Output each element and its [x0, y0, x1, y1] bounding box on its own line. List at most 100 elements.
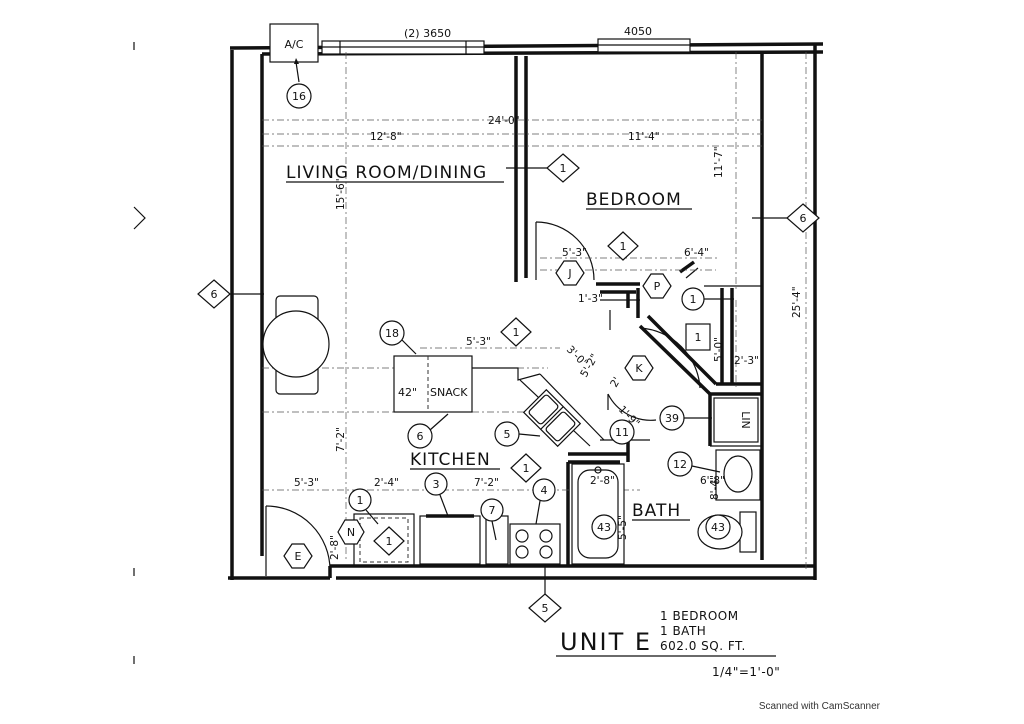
- dim-entry-width: 5'-3": [294, 477, 319, 489]
- tag-3: 3: [424, 472, 449, 517]
- dim-living-depth: 15'-6": [335, 178, 347, 210]
- tag-1-counter: 1: [500, 317, 532, 347]
- svg-text:1: 1: [386, 535, 393, 548]
- tag-11: 11: [609, 419, 635, 445]
- dim-bedroom-depth: 11'-7": [713, 146, 725, 178]
- svg-text:K: K: [635, 362, 643, 375]
- tag-43-bath: 43: [591, 514, 617, 540]
- lin-label: LIN: [739, 411, 752, 429]
- dining-table: [262, 295, 330, 395]
- dim-kitchen-a: 2'-4": [374, 477, 399, 489]
- tag-p: P: [642, 273, 672, 299]
- kitchen-sink: [522, 388, 582, 448]
- tag-16: 16: [286, 83, 312, 109]
- svg-text:1: 1: [560, 162, 567, 175]
- svg-text:6: 6: [800, 212, 807, 225]
- ac-unit: [269, 23, 319, 63]
- window-right: [597, 38, 691, 53]
- snack-label: SNACK: [430, 386, 468, 399]
- tag-6-east: 6: [752, 203, 820, 233]
- ac-leader: [295, 61, 300, 83]
- svg-text:P: P: [654, 280, 661, 293]
- margin-marker: [133, 206, 146, 230]
- hall-door: [639, 327, 701, 389]
- dim-bedroom-width: 11'-4": [628, 131, 660, 143]
- dim-closet-a: 5'-3": [562, 247, 587, 259]
- dim-lin-depth: 5'-0": [713, 337, 725, 362]
- svg-text:4: 4: [541, 484, 548, 497]
- svg-text:1: 1: [513, 326, 520, 339]
- window-left: [321, 40, 485, 55]
- unit-scale: 1/4"=1'-0": [712, 665, 780, 679]
- svg-text:39: 39: [665, 412, 679, 425]
- entry-door: [265, 505, 331, 576]
- dim-overall-width: 24'-0": [488, 115, 520, 127]
- dim-counter-top: 5'-3": [466, 336, 491, 348]
- svg-text:1: 1: [523, 462, 530, 475]
- svg-text:11: 11: [615, 426, 629, 439]
- tag-1-entry: 1: [348, 488, 379, 525]
- tag-k: K: [624, 355, 654, 381]
- svg-text:6: 6: [417, 430, 424, 443]
- svg-text:6: 6: [211, 288, 218, 301]
- dim-kitchen-depth: 7'-2": [335, 427, 347, 452]
- room-label-kitchen: KITCHEN: [410, 450, 491, 470]
- tag-4: 4: [532, 478, 556, 525]
- room-label-bedroom: BEDROOM: [586, 190, 682, 210]
- kitchen-appliances: [353, 513, 561, 567]
- window-right-label: 4050: [624, 25, 652, 38]
- tag-39: 39: [659, 405, 712, 431]
- dim-lin-width: 2'-3": [734, 355, 759, 367]
- dim-living-width: 12'-8": [370, 131, 402, 143]
- bath-door: [607, 393, 657, 421]
- scanner-watermark: Scanned with CamScanner: [758, 701, 880, 712]
- svg-text:18: 18: [385, 327, 399, 340]
- tag-j: J: [555, 260, 585, 286]
- dim-bath-b: 5'-5": [617, 515, 629, 540]
- svg-text:5: 5: [542, 602, 549, 615]
- tag-7: 7: [480, 498, 504, 541]
- dim-diag-c: 2': [608, 375, 623, 389]
- svg-text:J: J: [567, 267, 571, 280]
- tag-18: 18: [379, 320, 417, 355]
- tag-e: E: [283, 543, 313, 569]
- svg-text:43: 43: [597, 521, 611, 534]
- unit-title: UNIT E: [560, 628, 652, 656]
- ac-leader-arrow: [294, 58, 299, 64]
- linen-closet: [713, 397, 759, 443]
- dim-overall-depth: 25'-4": [791, 286, 803, 318]
- tag-6-west: 6: [197, 279, 264, 309]
- dim-closet-b: 6'-4": [684, 247, 709, 259]
- dim-bath-c: 6'-8": [700, 475, 725, 487]
- room-label-bath: BATH: [632, 501, 681, 521]
- svg-text:3: 3: [433, 478, 440, 491]
- tag-n: N: [337, 519, 365, 545]
- dim-entry-door: 2'-8": [329, 535, 341, 560]
- tag-1-pantry: 1: [373, 526, 405, 556]
- ac-label: A/C: [285, 38, 304, 51]
- dim-bath-d: 8'-4": [709, 475, 721, 500]
- tag-1-living: 1: [506, 153, 580, 183]
- svg-text:N: N: [347, 526, 355, 539]
- tag-12: 12: [667, 451, 721, 477]
- dim-kitchen-b: 7'-2": [474, 477, 499, 489]
- snack-size-label: 42": [398, 386, 417, 399]
- tag-5-sink: 5: [494, 421, 541, 447]
- svg-text:E: E: [295, 550, 302, 563]
- bathtub: [571, 463, 625, 565]
- tag-43-toilet: 43: [705, 514, 731, 540]
- svg-text:43: 43: [711, 521, 725, 534]
- tag-6-kitchen: 6: [407, 413, 449, 449]
- room-label-living: LIVING ROOM/DINING: [286, 163, 487, 183]
- dim-bath-a: 2'-8": [590, 475, 615, 487]
- unit-baths: 1 BATH: [660, 624, 706, 638]
- svg-text:7: 7: [489, 504, 496, 517]
- tag-1-closet-box: 1: [685, 323, 711, 351]
- tag-1-bedroom: 1: [607, 231, 639, 261]
- unit-area: 602.0 SQ. FT.: [660, 639, 746, 653]
- tag-1-closet: 1: [681, 287, 734, 311]
- unit-bedrooms: 1 BEDROOM: [660, 609, 739, 623]
- tag-5-range: 5: [528, 564, 562, 623]
- window-left-label: (2) 3650: [404, 27, 451, 40]
- svg-text:12: 12: [673, 458, 687, 471]
